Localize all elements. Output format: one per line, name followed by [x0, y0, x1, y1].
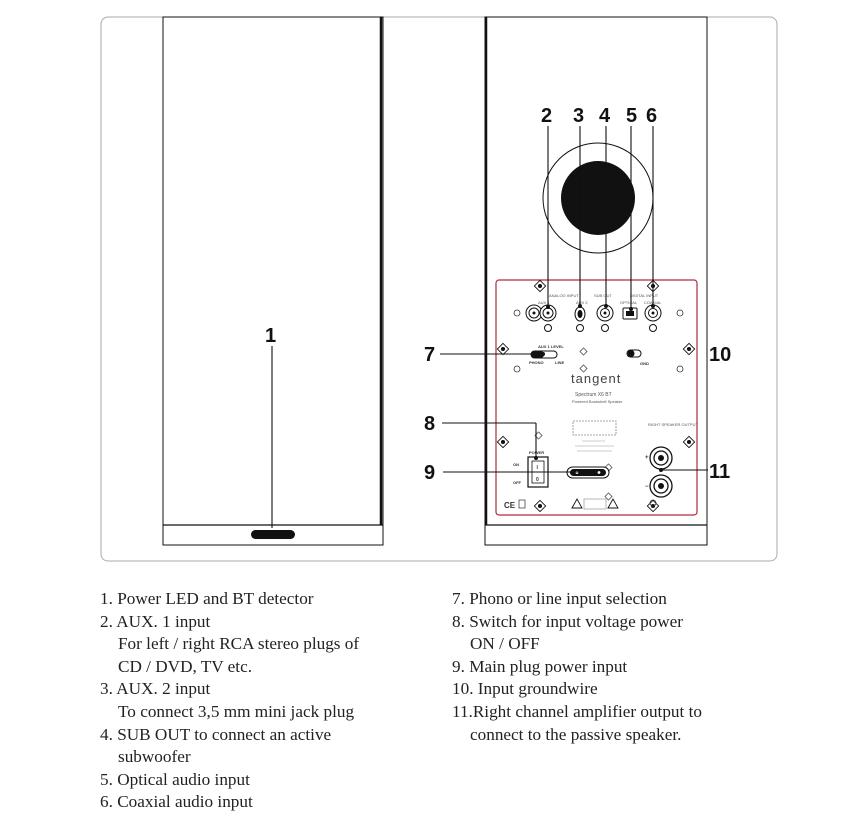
- digital-input-label: DIGITAL INPUT: [630, 293, 659, 298]
- model-name: Spectrum X6 BT: [575, 392, 612, 398]
- gnd-label: GND: [640, 361, 649, 366]
- spec-text: [575, 440, 614, 452]
- line-label: LINE: [555, 360, 564, 365]
- brand-logo: tangent: [571, 371, 621, 386]
- legend-item: 6. Coaxial audio input: [100, 792, 253, 812]
- rear-speaker: ANALOG INPUT AUX 1 AUX 2 SUB OUT DIGITAL…: [484, 16, 708, 546]
- minus-label: −: [645, 484, 649, 490]
- callout-6: 6: [646, 105, 657, 127]
- legend-item: 4. SUB OUT to connect an active subwoofe…: [100, 724, 332, 767]
- power-label: POWER: [529, 450, 544, 455]
- callout-lines: [271, 126, 708, 528]
- speaker-terminal-plus[interactable]: [649, 446, 673, 470]
- power-off-mark: 0: [536, 477, 539, 483]
- callout-4: 4: [599, 105, 611, 127]
- legend-item: 9. Main plug power input: [452, 656, 628, 676]
- power-led: [251, 530, 295, 539]
- callout-10: 10: [709, 344, 731, 366]
- legend-item: 11.Right channel amplifier output to con…: [452, 701, 702, 744]
- callout-7: 7: [424, 344, 435, 366]
- small-screw: [513, 309, 684, 507]
- legend-left: 1. Power LED and BT detector 2. AUX. 1 i…: [100, 588, 440, 814]
- legend-right: 7. Phono or line input selection 8. Swit…: [452, 588, 782, 746]
- legend-item: 3. AUX. 2 input To connect 3,5 mm mini j…: [100, 679, 355, 721]
- legend-item: 1. Power LED and BT detector: [100, 589, 314, 608]
- model-subtitle: Powered Bookshelf Speaker: [572, 399, 623, 404]
- aux1-label: AUX 1: [538, 300, 550, 305]
- callout-8: 8: [424, 413, 435, 435]
- aux1-rca-input[interactable]: [525, 304, 557, 332]
- warning-text: [583, 498, 607, 510]
- power-on-mark: I: [537, 465, 539, 471]
- aux2-label: AUX 2: [576, 300, 588, 305]
- recycle-icon: [518, 499, 526, 509]
- warning-icon: [571, 498, 583, 509]
- callout-9: 9: [424, 462, 435, 484]
- callout-3: 3: [573, 105, 584, 127]
- callout-2: 2: [541, 105, 552, 127]
- phono-label: PHONO: [529, 360, 544, 365]
- legend-item: 5. Optical audio input: [100, 769, 250, 789]
- callout-dots: [534, 304, 663, 474]
- analog-input-label: ANALOG INPUT: [549, 293, 579, 298]
- legend-item: 2. AUX. 1 input For left / right RCA ste…: [100, 611, 360, 676]
- off-label: OFF: [513, 480, 522, 485]
- panel-screw: [496, 279, 696, 513]
- ground-switch[interactable]: [626, 349, 642, 358]
- sub-out-label: SUB OUT: [594, 293, 612, 298]
- bass-port: [561, 161, 635, 235]
- warning-icon-2: [607, 498, 619, 509]
- legend-item: 7. Phono or line input selection: [452, 589, 667, 608]
- right-speaker-output-label: RIGHT SPEAKER OUTPUT: [648, 422, 698, 427]
- legend-item: 10. Input groundwire: [452, 679, 598, 699]
- connector-panel: [495, 279, 698, 516]
- plus-label: +: [645, 455, 649, 461]
- aux1-level-label: AUX 1 LEVEL: [538, 344, 564, 349]
- callout-5: 5: [626, 105, 637, 127]
- speaker-diagram: ANALOG INPUT AUX 1 AUX 2 SUB OUT DIGITAL…: [100, 16, 778, 562]
- sub-out-jack[interactable]: [596, 304, 614, 332]
- optical-label: OPTICAL: [620, 300, 638, 305]
- front-speaker: [162, 16, 384, 546]
- figure-frame: [100, 16, 778, 562]
- speaker-terminal-minus[interactable]: [649, 474, 673, 498]
- callout-1: 1: [265, 325, 276, 347]
- spec-plate: [572, 420, 617, 436]
- ce-mark: CE: [504, 501, 516, 510]
- aux2-mini-jack[interactable]: [574, 306, 586, 332]
- callout-11: 11: [709, 461, 730, 483]
- legend-item: 8. Switch for input voltage power ON / O…: [452, 611, 684, 654]
- on-label: ON: [513, 462, 519, 467]
